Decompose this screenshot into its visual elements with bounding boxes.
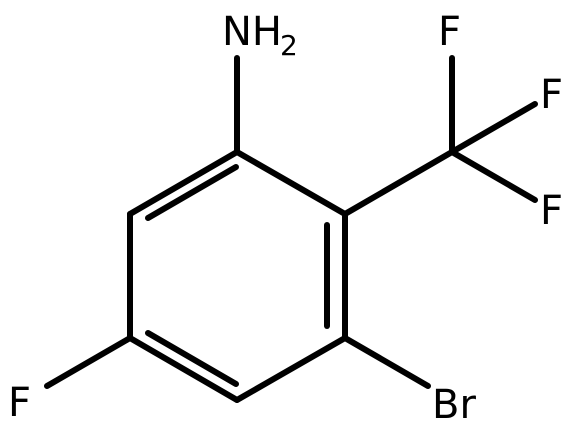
atom-label-f-top: F bbox=[438, 9, 461, 55]
bond-c3-br bbox=[342, 335, 431, 389]
bond-cf3-f-right bbox=[449, 101, 538, 155]
atom-label-nh-subscript: 2 bbox=[280, 29, 298, 62]
bond-double-inner-bottom bbox=[145, 330, 239, 387]
bond-c5-f-left bbox=[44, 335, 133, 389]
bond-cf3-f-lower-right bbox=[449, 149, 538, 203]
bond-c2-cf3 bbox=[342, 149, 455, 217]
atom-label-nh: NH bbox=[222, 9, 282, 55]
atom-label-br: Br bbox=[432, 382, 476, 426]
atom-label-f-left: F bbox=[8, 380, 31, 426]
bond-ring-c6-c1 bbox=[127, 149, 240, 217]
atom-label-f-lower-right: F bbox=[540, 188, 563, 234]
bond-ring-c1-c2 bbox=[234, 149, 348, 217]
bond-ring-c3-c4 bbox=[234, 335, 348, 403]
bond-double-inner-left-top bbox=[145, 164, 239, 221]
atom-label-f-right: F bbox=[540, 72, 563, 118]
bond-ring-c4-c5 bbox=[127, 335, 240, 403]
